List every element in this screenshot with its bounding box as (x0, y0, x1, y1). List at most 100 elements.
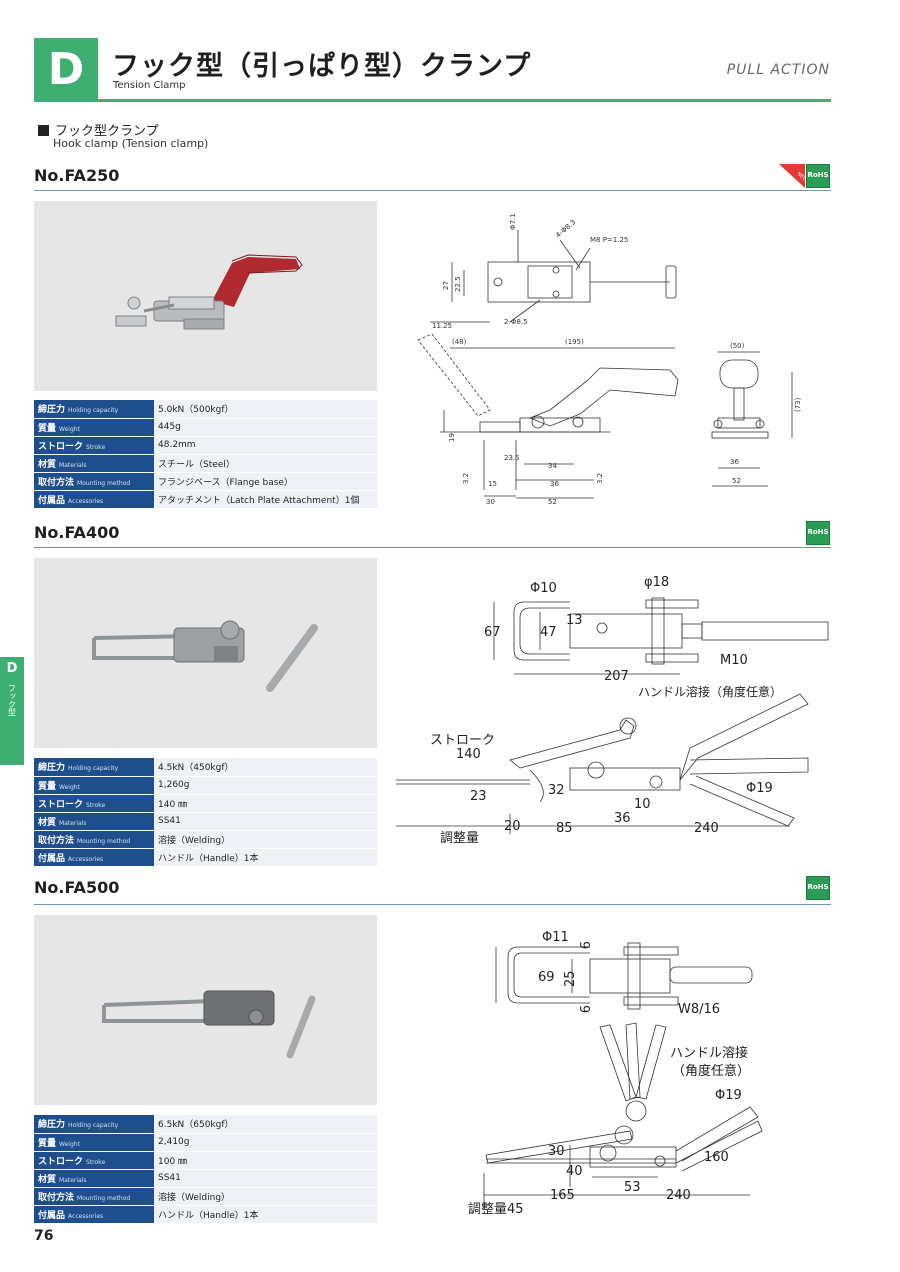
spec-key-en: Mounting method (77, 479, 131, 487)
spec-value: 溶接（Welding） (154, 830, 377, 849)
spec-key: ストローク (38, 441, 84, 452)
spec-key-en: Holding capacity (68, 1122, 119, 1130)
section-subtitle: Hook clamp (Tension clamp) (53, 137, 209, 150)
spec-key-en: Holding capacity (68, 765, 119, 773)
spec-key: 材質 (38, 1174, 57, 1185)
spec-key: 材質 (38, 459, 57, 470)
dim-label: 165 (550, 1188, 575, 1203)
section-heading: フック型クランプ (38, 120, 159, 139)
dim-label: 4-Φ8.3 (554, 218, 577, 239)
dim-label: 23 (470, 789, 487, 804)
dim-label: 240 (694, 821, 719, 836)
dim-label: 11.25 (432, 322, 452, 330)
dim-label: 53 (624, 1180, 641, 1195)
square-bullet-icon (38, 125, 49, 136)
side-index-tab[interactable]: D フック型 (0, 657, 24, 765)
product-photo-fa250 (34, 201, 377, 391)
spec-value: フランジベース（Flange base） (154, 472, 377, 491)
dim-label: 22.5 (454, 276, 462, 292)
spec-key-en: Accessories (68, 497, 104, 505)
dim-label: ハンドル溶接（角度任意） (638, 684, 782, 699)
dim-label: 10 (634, 797, 651, 812)
header-rule (34, 99, 831, 102)
dim-label: 140 (456, 747, 481, 762)
dim-label: 19 (448, 433, 456, 442)
dim-label: 20 (504, 819, 521, 834)
dim-label: Φ19 (746, 781, 773, 796)
dim-label: ストローク (430, 733, 495, 748)
side-tab-label: フック型 (7, 684, 17, 716)
dim-label: 40 (566, 1164, 583, 1179)
product-title-fa500: No.FA500 (34, 878, 120, 897)
spec-key: 質量 (38, 781, 57, 792)
dim-label: Φ10 (530, 581, 557, 596)
dim-label: 3.2 (596, 473, 604, 484)
spec-key-en: Accessories (68, 855, 104, 863)
dim-label: (195) (565, 338, 584, 346)
dim-label: (73) (794, 397, 802, 412)
spec-key-en: Materials (59, 1176, 87, 1184)
dim-label: M8 P=1.25 (590, 236, 628, 244)
spec-key: 取付方法 (38, 835, 75, 846)
spec-key: 締圧力 (38, 1120, 66, 1131)
dim-label: 52 (548, 498, 557, 506)
page-number: 76 (34, 1228, 54, 1244)
dim-label: 207 (604, 669, 629, 684)
spec-key: ストローク (38, 799, 84, 810)
spec-key: 付属品 (38, 495, 66, 506)
dim-label: 25 (563, 970, 578, 987)
spec-key: 締圧力 (38, 763, 66, 774)
product-rule (34, 904, 831, 905)
dim-label: 85 (556, 821, 573, 836)
spec-key: 付属品 (38, 853, 66, 864)
dim-label: 13 (566, 613, 583, 628)
spec-value: ハンドル（Handle）1本 (154, 848, 377, 867)
dim-label: 3.2 (462, 473, 470, 484)
section-title: フック型クランプ (55, 124, 159, 139)
spec-value: 4.5kN（450kgf） (154, 758, 377, 777)
dim-label: 52 (732, 477, 741, 485)
rohs-badge: RoHS (806, 521, 830, 545)
drawing-fa500: Φ11 9 69 25 9 W8/16 ハンドル溶接 （角度任意） Φ19 30… (460, 925, 830, 1217)
dim-label: Φ19 (715, 1088, 742, 1103)
dim-label: （角度任意） (672, 1063, 750, 1079)
spec-key: 質量 (38, 423, 57, 434)
dim-label: 160 (704, 1150, 729, 1165)
spec-key-en: Stroke (86, 1158, 106, 1166)
spec-value: 140 ㎜ (154, 794, 377, 813)
spec-value: SS41 (154, 812, 377, 831)
rohs-badge: RoHS (806, 164, 830, 188)
dim-label: 69 (538, 970, 555, 985)
spec-key-en: Weight (59, 783, 80, 791)
spec-value: アタッチメント（Latch Plate Attachment）1個 (154, 490, 377, 509)
dim-label: Φ7.1 (509, 213, 517, 230)
spec-key-en: Materials (59, 819, 87, 827)
dim-label: 32 (548, 783, 565, 798)
category-label: PULL ACTION (726, 62, 830, 78)
dim-label: 調整量45 (468, 1202, 524, 1215)
drawing-fa400: Φ10 φ18 67 47 13 M10 207 ハンドル溶接（角度任意） スト… (390, 570, 830, 850)
section-badge: D (34, 38, 98, 102)
dim-label: 23.5 (504, 454, 520, 462)
rohs-badge: RoHS (806, 876, 830, 900)
new-badge: NEW (779, 164, 809, 188)
product-title-fa400: No.FA400 (34, 523, 120, 542)
spec-value: 溶接（Welding） (154, 1187, 377, 1206)
page-subtitle: Tension Clamp (113, 80, 186, 91)
product-photo-fa500 (34, 915, 377, 1105)
spec-value: 5.0kN（500kgf） (154, 400, 377, 419)
spec-key-en: Holding capacity (68, 407, 119, 415)
product-rule (34, 190, 831, 191)
